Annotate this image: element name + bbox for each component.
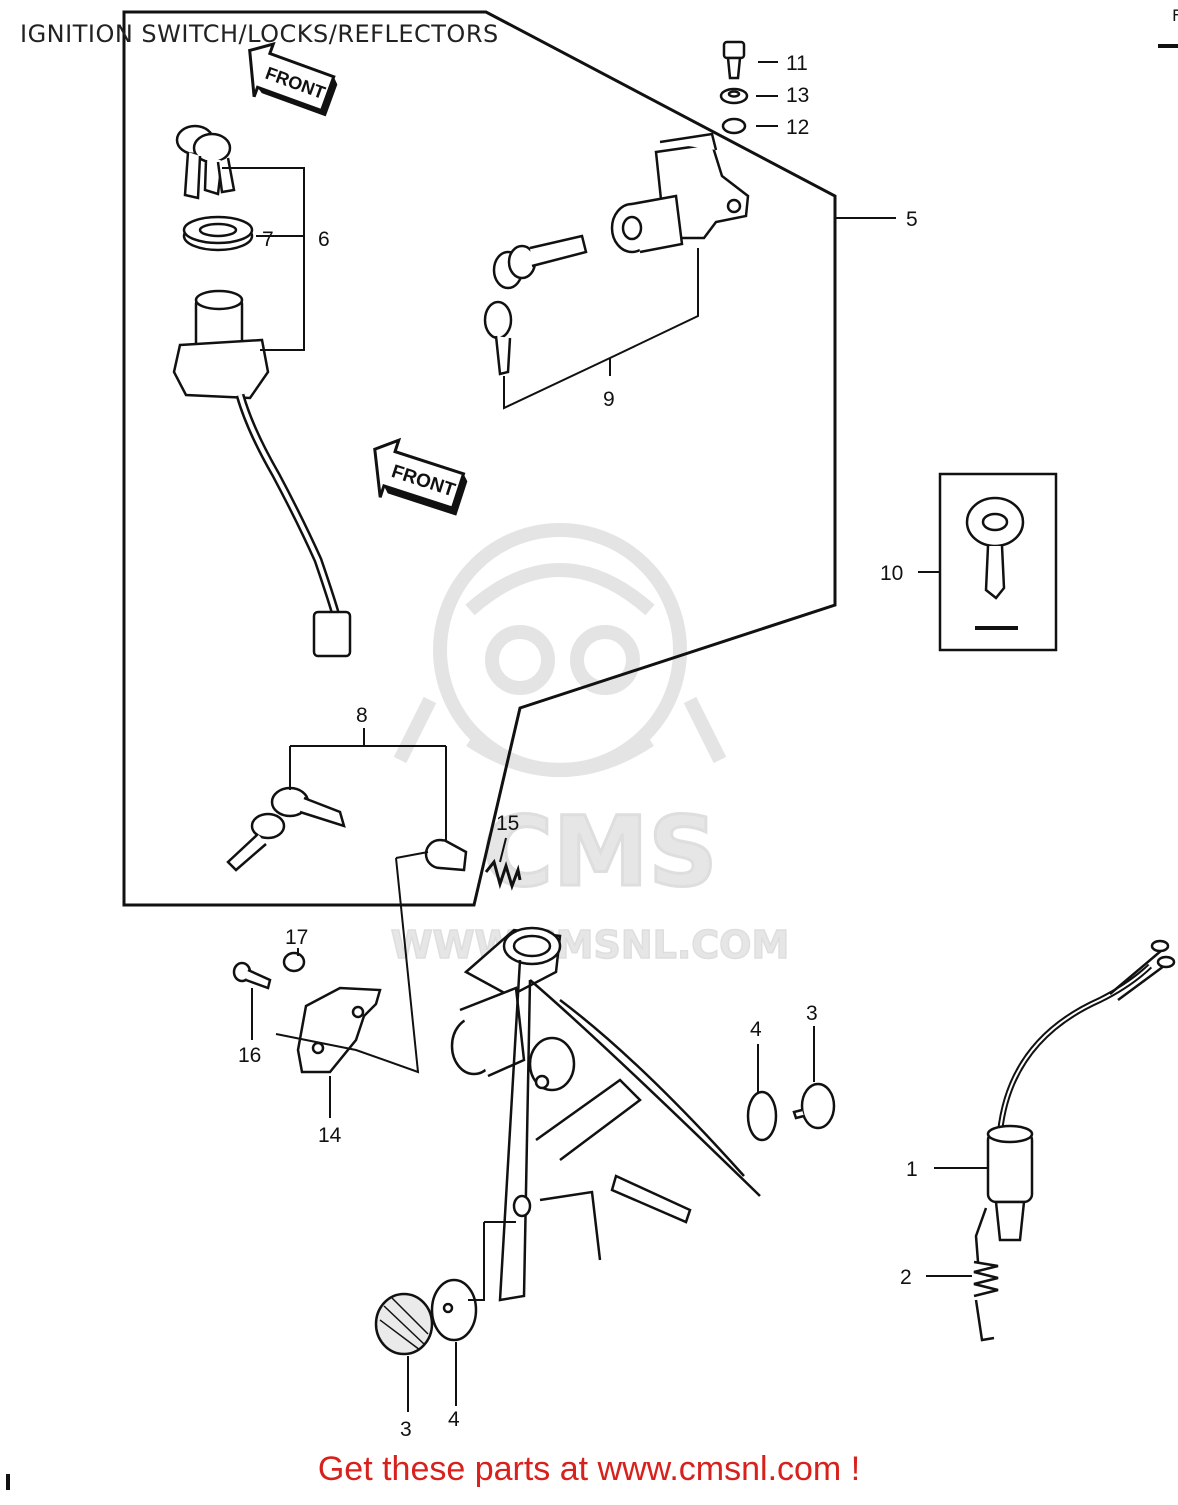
callout-5: 5: [906, 208, 918, 231]
callout-7: 7: [262, 228, 274, 251]
callout-3: 3: [806, 1002, 818, 1025]
callout-14: 14: [318, 1124, 342, 1147]
leader-lines-5-9-11-13: [503, 61, 896, 410]
leader-lines-3-4: [407, 1026, 815, 1412]
callout-4: 4: [750, 1018, 762, 1041]
callout-17: 17: [285, 926, 308, 949]
ignition-keys-icon: [175, 124, 236, 200]
callout-1: 1: [906, 1158, 918, 1181]
callout-2: 2: [900, 1266, 912, 1289]
page-title: IGNITION SWITCH/LOCKS/REFLECTORS: [20, 20, 499, 48]
footer-link[interactable]: Get these parts at www.cmsnl.com !: [317, 1450, 861, 1488]
callout-12: 12: [786, 116, 809, 139]
callout-16: 16: [238, 1044, 261, 1067]
washer-13-icon: [719, 87, 749, 105]
callout-3: 3: [400, 1418, 412, 1441]
callout-4: 4: [448, 1408, 460, 1431]
steering-lock-keys-icon: [483, 234, 588, 376]
front-arrow-icon: FRONT: [248, 41, 338, 117]
leader-lines-1-2: [926, 1167, 988, 1277]
return-spring-icon: [973, 1207, 999, 1342]
corner-tick: [1158, 44, 1178, 48]
group-outline: [122, 10, 837, 907]
watermark-logo: CMS: [482, 796, 717, 908]
front-arrow-icon: FRONT: [373, 437, 468, 516]
fork-lock-keys-icon: [226, 786, 346, 872]
corner-tick: [6, 1474, 10, 1490]
callout-9: 9: [603, 388, 615, 411]
callout-8: 8: [356, 704, 368, 727]
leader-lines-6-7: [222, 167, 305, 351]
key-card-icon: [938, 472, 1058, 652]
callout-6: 6: [318, 228, 330, 251]
reflector-icon: [374, 1292, 434, 1356]
nut-12-icon: [721, 117, 747, 135]
reflector-base-icon: [430, 1278, 478, 1342]
reflector-base-icon: [746, 1090, 778, 1142]
leader-lines-14-16-17: [251, 851, 429, 1118]
nut-17-icon: [282, 951, 306, 973]
fork-lock-cylinder-icon: [424, 838, 468, 872]
ignition-switch-icon: [172, 289, 352, 658]
callout-10: 10: [880, 562, 903, 585]
leader-lines-8-15: [289, 728, 507, 863]
bolt-16-icon: [232, 961, 272, 990]
steering-lock-icon: [610, 132, 750, 254]
callout-13: 13: [786, 84, 809, 107]
frame-icon: [450, 926, 761, 1302]
brake-light-switch-icon: [986, 939, 1176, 1242]
corner-mark: F: [1172, 6, 1178, 25]
callout-15: 15: [496, 812, 519, 835]
reflector-icon: [792, 1082, 836, 1130]
callout-11: 11: [786, 52, 808, 75]
lock-plate-icon: [296, 986, 382, 1074]
keyswitch-nut-icon: [182, 215, 254, 252]
lock-spring-icon: [484, 858, 522, 891]
watermark-url: WWW.CMSNL.COM: [391, 923, 790, 967]
watermark: CMS WWW.CMSNL.COM: [390, 523, 790, 968]
bolt-11-icon: [722, 40, 746, 80]
watermark-mascot-icon: [393, 523, 727, 777]
